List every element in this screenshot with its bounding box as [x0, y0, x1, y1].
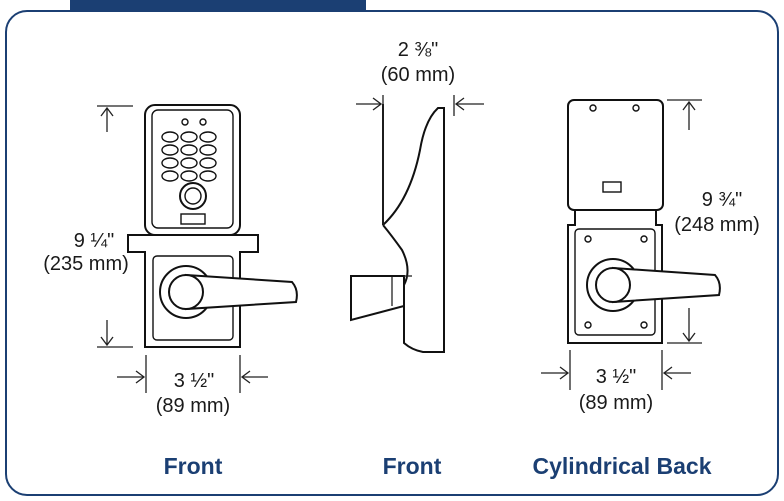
side-depth-mm-label: (60 mm): [381, 64, 455, 86]
screw-icon: [640, 235, 648, 243]
keypad-panel: [151, 109, 234, 229]
front-height-dimension: [97, 105, 133, 348]
side-lever: [350, 275, 405, 322]
screw-icon: [584, 321, 592, 329]
front-side-caption: Front: [383, 453, 442, 479]
front-width-mm-label: (89 mm): [156, 395, 230, 417]
back-height-dimension: [667, 99, 702, 344]
lever-handle-icon: [185, 273, 298, 311]
side-depth-label: 2 ⅜": [398, 39, 438, 61]
back-width-dimension: [541, 350, 691, 390]
front-width-dimension: [117, 355, 268, 393]
back-housing: [567, 99, 664, 211]
front-width-label: 3 ½": [174, 370, 214, 392]
front-height-mm-label: (235 mm): [43, 253, 129, 275]
led-indicator: [199, 118, 207, 126]
screw-icon: [632, 104, 640, 112]
back-slot: [602, 181, 622, 193]
front-lock-view: [127, 104, 298, 348]
back-width-label: 3 ½": [596, 366, 636, 388]
screw-icon: [640, 321, 648, 329]
screw-icon: [584, 235, 592, 243]
side-profile: [382, 104, 445, 353]
screw-icon: [589, 104, 597, 112]
back-width-mm-label: (89 mm): [579, 392, 653, 414]
back-height-label: 9 ¾": [702, 189, 742, 211]
back-height-mm-label: (248 mm): [674, 214, 760, 236]
cylindrical-back-caption: Cylindrical Back: [533, 453, 712, 479]
header-tab: [70, 0, 366, 12]
front-caption: Front: [164, 453, 223, 479]
side-lock-view: [350, 104, 445, 353]
back-lever-handle-icon: [612, 266, 721, 304]
front-height-label: 9 ¼": [74, 230, 114, 252]
battery-slot: [180, 213, 206, 225]
cylindrical-back-view: [567, 99, 721, 344]
keypad-keys: [161, 131, 217, 182]
side-depth-dimension: [356, 95, 484, 225]
led-indicator: [181, 118, 189, 126]
